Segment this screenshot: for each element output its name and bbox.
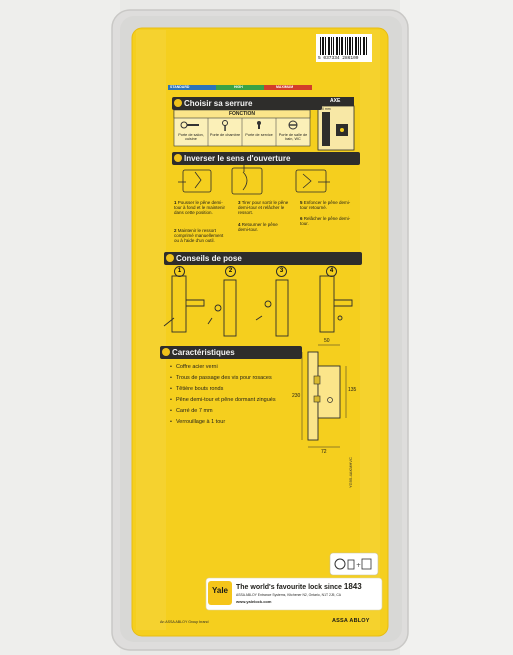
section-install-tips-title: Conseils de pose xyxy=(176,254,242,263)
fonction-col-1: Porte de salon, cuisine xyxy=(178,133,204,142)
step-1-text: 1 Pousser le pêne demi-tour à fond et le… xyxy=(174,200,226,216)
bullet-icon xyxy=(162,348,170,356)
barcode xyxy=(316,34,372,62)
tier-maximum xyxy=(264,85,312,90)
group-note: An ASSA ABLOY Group brand xyxy=(160,620,209,624)
step-2-text: 2 Maintenir le ressort comprimé manuelle… xyxy=(174,228,224,244)
fonction-col-2: Porte de chambre xyxy=(209,133,241,137)
list-item: Trous de passage des vis pour rosaces xyxy=(170,375,272,381)
list-item: Pêne demi-tour et pêne dormant zingués xyxy=(170,397,276,403)
key-handle-icon xyxy=(180,121,199,129)
inversion-diagrams xyxy=(178,162,330,195)
bullet-icon xyxy=(174,154,182,162)
list-item: Carré de 7 mm xyxy=(170,408,213,414)
list-item: Coffre acier verni xyxy=(170,364,218,370)
characteristics-list: Coffre acier verni Trous de passage des … xyxy=(170,364,300,444)
fonction-col-3: Porte de service xyxy=(245,133,273,137)
tier-high-label: HIGH xyxy=(234,85,243,89)
step-6-text: 6 Relâcher le pêne demi-tour. xyxy=(300,216,351,227)
install-step-4: 4 xyxy=(326,266,337,277)
dim-top: 50 xyxy=(324,338,330,344)
install-step-2: 2 xyxy=(225,266,236,277)
yale-logo xyxy=(208,581,232,605)
tagline: The world's favourite lock since 1843 xyxy=(236,582,362,591)
list-item: Têtière bouts ronds xyxy=(170,386,223,392)
dim-bottom: 72 xyxy=(321,449,327,455)
side-product-code: YG95-4AKMHVC xyxy=(348,457,353,488)
section-reverse-opening: Inverser le sens d'ouverture xyxy=(172,152,360,165)
axe-label: AXE xyxy=(330,98,341,104)
section-install-tips: Conseils de pose xyxy=(164,252,362,265)
installation-diagrams xyxy=(163,275,353,337)
company-address: ASSA ABLOY Entrance Systems, Kitchener N… xyxy=(236,593,342,597)
fonction-col-4: Porte de salle de bain, WC xyxy=(278,133,308,142)
section-reverse-opening-title: Inverser le sens d'ouverture xyxy=(184,154,291,163)
barcode-number: 5 037334 286109 xyxy=(318,56,359,61)
dim-side: 135 xyxy=(348,387,357,393)
step-5-text: 5 Enfoncer le pêne demi-tour retourné. xyxy=(300,200,351,211)
bullet-icon xyxy=(166,254,174,262)
list-item: Verrouillage à 1 tour xyxy=(170,419,225,425)
axe-value: 40 mm xyxy=(320,107,331,111)
install-step-1: 1 xyxy=(174,266,185,277)
axe-diagram xyxy=(317,97,355,151)
yale-logo-text: Yale xyxy=(211,586,228,595)
yellow-card xyxy=(132,28,388,636)
svg-text:+: + xyxy=(356,562,361,569)
section-choose-lock: Choisir sa serrure xyxy=(172,97,322,110)
dim-height: 230 xyxy=(292,393,301,399)
website: www.yalelock.com xyxy=(236,599,272,604)
step-3-text: 3 Tirer pour sortir le pêne demi-tour et… xyxy=(238,200,289,216)
fonction-header: FONCTION xyxy=(228,111,256,117)
bullet-icon xyxy=(174,99,182,107)
tier-maximum-label: MAXIMUM xyxy=(276,85,294,89)
section-choose-lock-title: Choisir sa serrure xyxy=(184,99,253,108)
tier-standard-label: STANDARD xyxy=(170,85,190,89)
tier-high xyxy=(216,85,264,90)
footer-band xyxy=(206,578,382,610)
fonction-table xyxy=(173,109,311,147)
install-step-3: 3 xyxy=(276,266,287,277)
section-characteristics: Caractéristiques xyxy=(160,346,302,359)
section-characteristics-title: Caractéristiques xyxy=(172,348,235,357)
step-4-text: 4 Retourner le pêne demi-tour. xyxy=(238,222,278,233)
lock-dimension-drawing xyxy=(301,344,347,448)
key-icon xyxy=(222,120,228,131)
tier-standard xyxy=(168,85,216,90)
assa-abloy-logo: ASSA ABLOY xyxy=(332,618,370,624)
condemnation-icon xyxy=(288,120,298,130)
info-icons: + xyxy=(329,552,379,576)
keyhole-icon xyxy=(257,121,261,129)
